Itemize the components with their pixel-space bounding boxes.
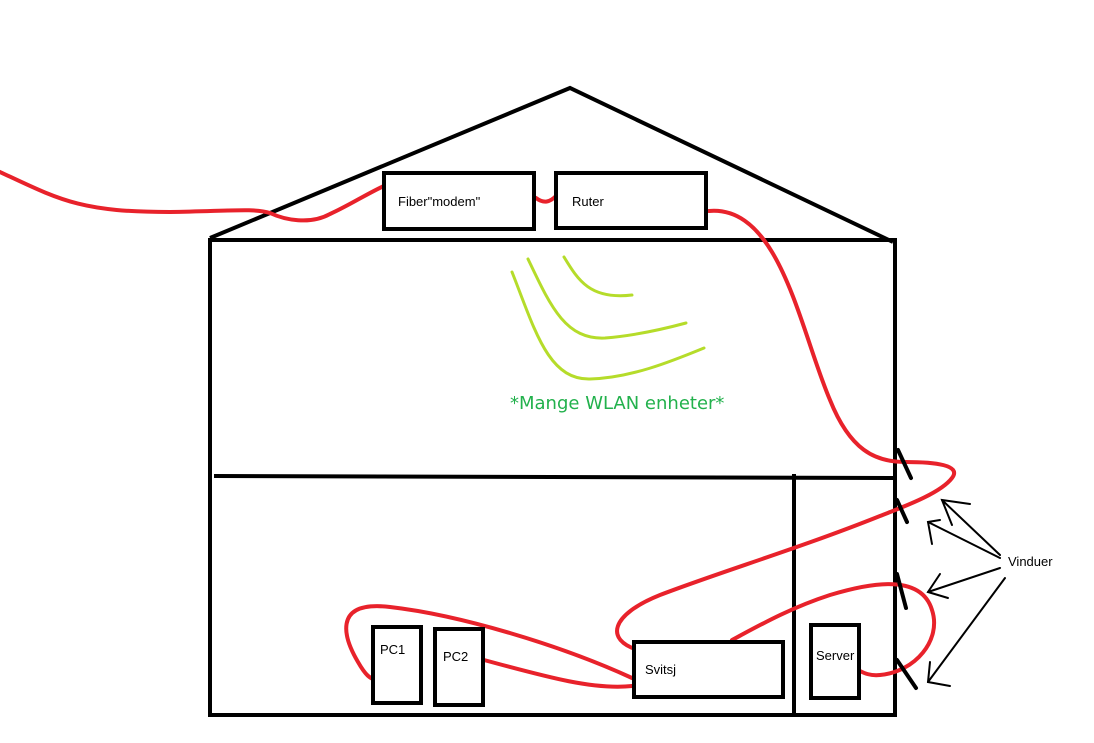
window-4 xyxy=(895,658,918,690)
windows-arrow-2 xyxy=(927,521,1001,559)
switch-box xyxy=(632,640,785,699)
router: Ruter xyxy=(554,171,708,230)
router-label: Ruter xyxy=(572,194,604,209)
wlan-label: *Mange WLAN enheter* xyxy=(510,393,724,414)
windows-arrow-4-head xyxy=(926,661,951,687)
pc2-label: PC2 xyxy=(443,649,468,664)
router-box xyxy=(554,171,708,230)
window-1 xyxy=(896,448,913,480)
floor-divider xyxy=(213,474,896,480)
pc1-label: PC1 xyxy=(380,642,405,657)
server-label: Server xyxy=(816,648,855,663)
switch-pc1-cable xyxy=(344,604,634,682)
windows xyxy=(895,448,918,690)
wlan-wave-inner xyxy=(562,255,634,298)
windows-label: Vinduer xyxy=(1008,554,1053,569)
windows-arrow-1-head xyxy=(940,498,971,526)
switch: Svitsj xyxy=(632,640,785,699)
windows-arrow-3-head xyxy=(926,573,949,599)
wlan-wave-middle xyxy=(526,257,688,340)
fiber-modem: Fiber"modem" xyxy=(382,171,536,231)
window-2 xyxy=(895,498,909,524)
windows-annotation: Vinduer xyxy=(926,498,1053,687)
pc2: PC2 xyxy=(433,627,485,707)
fiber-incoming-cable xyxy=(0,170,388,223)
fiber-modem-label: Fiber"modem" xyxy=(398,194,481,209)
server: Server xyxy=(809,623,861,700)
wlan-wave-outer xyxy=(510,270,706,381)
switch-server-cable xyxy=(730,582,936,678)
fiber-modem-box xyxy=(382,171,536,231)
pc1-box xyxy=(371,625,423,705)
modem-router-cable xyxy=(534,194,558,204)
pc2-box xyxy=(433,627,485,707)
router-switch-cable xyxy=(615,208,956,652)
windows-arrow-3 xyxy=(927,567,1001,593)
windows-arrow-2-head xyxy=(926,519,941,545)
switch-pc2-cable xyxy=(482,658,634,689)
switch-label: Svitsj xyxy=(645,662,676,677)
network-cables xyxy=(0,170,956,689)
wlan-signal: *Mange WLAN enheter* xyxy=(510,255,724,414)
windows-arrow-1 xyxy=(941,499,1001,556)
house xyxy=(208,85,897,717)
server-box xyxy=(809,623,861,700)
windows-arrow-4 xyxy=(927,577,1006,683)
roof xyxy=(209,85,894,244)
pc1: PC1 xyxy=(371,625,423,705)
window-3 xyxy=(895,572,908,610)
